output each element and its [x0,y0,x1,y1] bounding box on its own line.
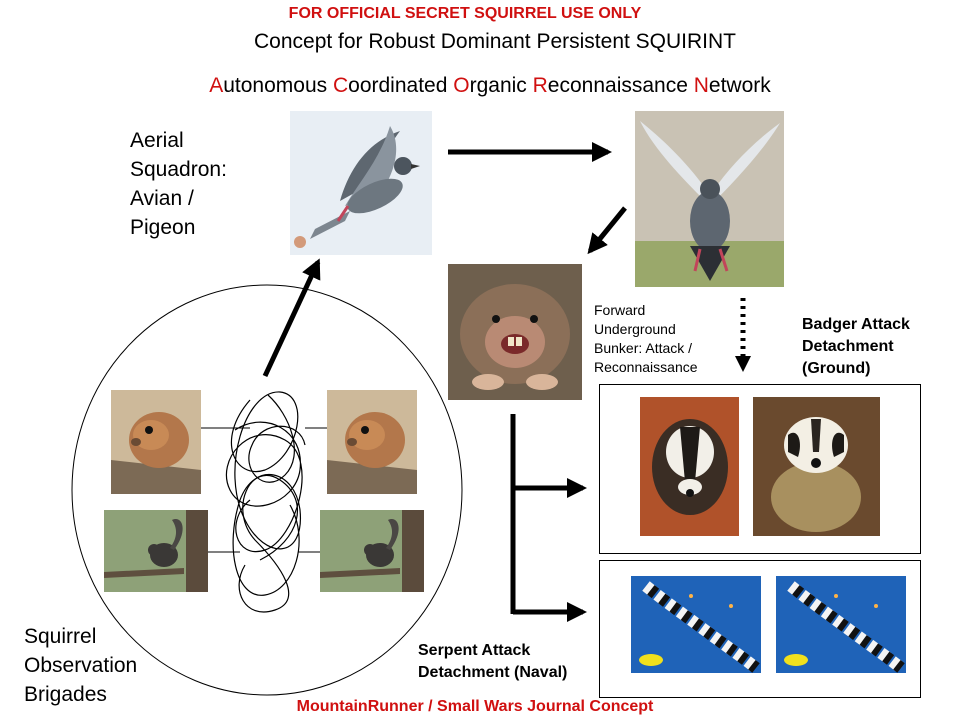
label-line: Squadron: [130,158,227,181]
label-line: Badger Attack [802,316,910,333]
bunker-label: Forward Underground Bunker: Attack / Rec… [594,301,698,377]
dotted-arrow-head [735,356,751,372]
tree-squirrel-icon [104,510,208,592]
label-line: Underground [594,321,676,337]
badger-photo-2 [753,397,880,536]
pigeon-landing-icon [635,111,784,287]
acronym-rest: rganic [469,74,533,97]
squirrel-brigade-ellipse [71,284,463,696]
label-line: Detachment [802,338,894,355]
badger-photo-1 [640,397,739,536]
network-scribble [225,391,306,613]
arrow-squirrels-to-pigeon [262,258,321,378]
acronym-initial: C [332,74,349,97]
gopher-photo [448,264,582,400]
acronym-line: Autonomous Coordinated Organic Reconnais… [0,74,960,98]
label-line: Bunker: Attack / [594,340,693,356]
label-line: Observation [24,654,138,677]
sea-snake-photo-2 [776,576,906,673]
acronym-initial: A [209,74,224,97]
ground-squirrel-icon [111,390,201,494]
acronym-rest: etwork [708,74,771,97]
pigeon-flight-icon [290,111,432,255]
footer-credit: MountainRunner / Small Wars Journal Conc… [296,698,654,715]
acronym-initial: R [532,74,548,97]
squirrel-brigades-label: Squirrel Observation Brigades [24,622,137,709]
sea-snake-photo-1 [631,576,761,673]
ground-squirrel-photo-2 [327,390,417,494]
diagram-title: Concept for Robust Dominant Persistent S… [253,30,736,53]
badger-icon [640,397,739,536]
acronym-initial: N [693,74,709,97]
sea-snake-icon [631,576,761,673]
label-line: Squirrel [24,625,97,648]
label-line: Avian / [130,187,194,210]
badger-detachment-label: Badger Attack Detachment (Ground) [802,314,910,380]
label-line: Forward [594,302,646,318]
tree-squirrel-photo-2 [320,510,424,592]
label-line: Serpent Attack [418,642,531,659]
acronym-rest: utonomous [223,74,333,97]
acronym-initial: O [453,74,470,97]
acronym-rest: oordinated [348,74,454,97]
serpent-detachment-label: Serpent Attack Detachment (Naval) [418,640,567,684]
arrow-pigeon-to-bunker [587,206,627,255]
acronym-rest: econnaissance [547,74,694,97]
label-line: Aerial [130,129,184,152]
label-line: Reconnaissance [594,359,698,375]
aerial-squadron-label: Aerial Squadron: Avian / Pigeon [130,126,227,242]
pigeon-flight-photo [290,111,432,255]
pigeon-landing-photo [635,111,784,287]
label-line: Brigades [24,683,107,706]
label-line: (Ground) [802,360,871,377]
ground-squirrel-icon [327,390,417,494]
tree-squirrel-photo-1 [104,510,208,592]
sea-snake-icon [776,576,906,673]
label-line: Pigeon [130,216,196,239]
tree-squirrel-icon [320,510,424,592]
classification-banner: FOR OFFICIAL SECRET SQUIRREL USE ONLY [288,5,642,22]
gopher-icon [448,264,582,400]
ground-squirrel-photo-1 [111,390,201,494]
label-line: Detachment (Naval) [418,664,568,681]
badger-icon [753,397,880,536]
